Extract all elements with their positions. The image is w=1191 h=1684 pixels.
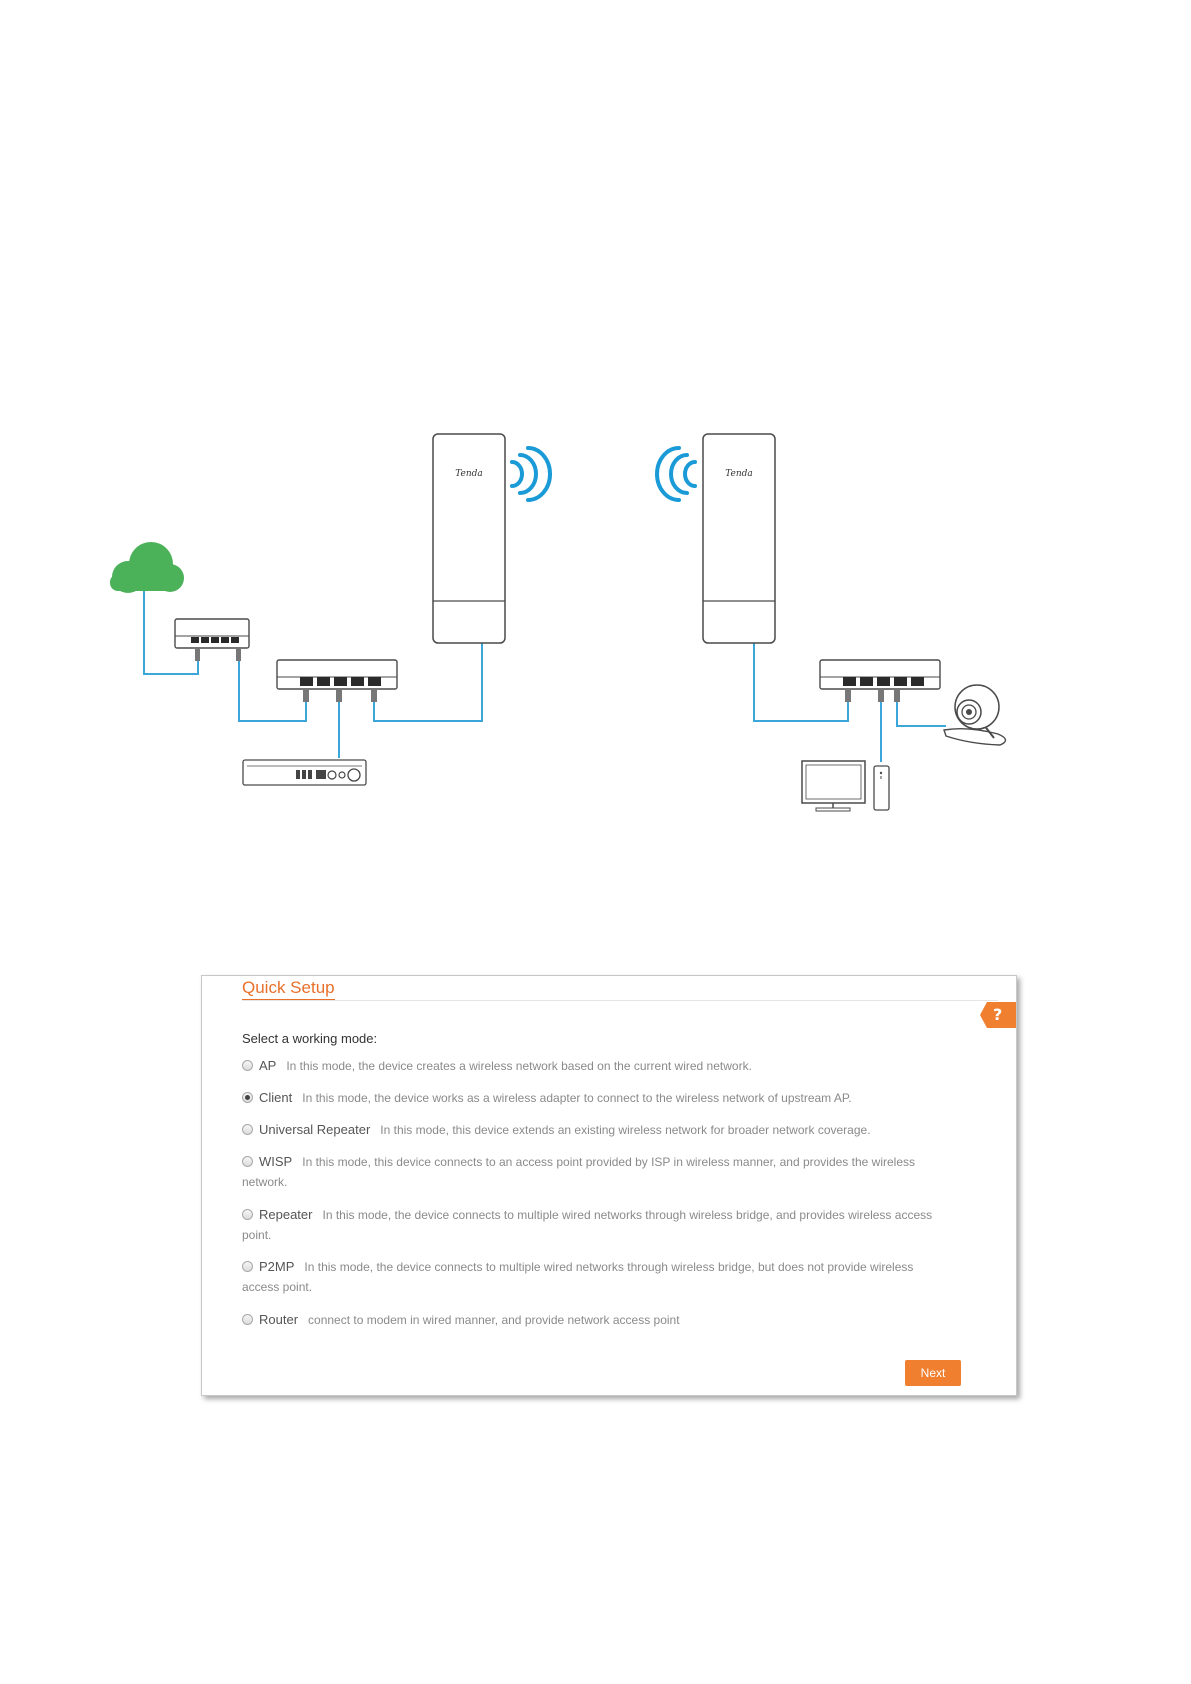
mode-option-universal-repeater[interactable]: Universal Repeater In this mode, this dev… (242, 1120, 942, 1140)
mode-ap-radio[interactable] (242, 1060, 253, 1071)
working-mode-prompt: Select a working mode: (242, 1031, 378, 1046)
mode-repeater-label: Repeater (259, 1207, 313, 1222)
help-tag-icon (980, 1002, 1016, 1028)
left-cpe-brand-label: Tenda (455, 469, 483, 479)
nvr-recorder-icon (242, 759, 367, 786)
mode-repeater-description: In this mode, the device connects to mul… (242, 1208, 933, 1242)
phone-icon (873, 765, 890, 811)
monitor-icon (801, 760, 866, 812)
cable-switch-to-camera (896, 702, 946, 727)
left-wifi-signal-icon (510, 446, 552, 502)
quick-setup-panel: Quick Setup ? Select a working mode: AP I… (201, 975, 1017, 1396)
modem-icon (174, 618, 250, 661)
cable-modem-to-switch (238, 661, 307, 722)
mode-p2mp-label: P2MP (259, 1259, 295, 1274)
mode-router-label: Router (259, 1312, 299, 1327)
internet-cloud-icon (110, 542, 184, 593)
mode-client-radio[interactable] (242, 1092, 253, 1103)
right-cpe-device-icon: Tenda (702, 433, 776, 644)
next-button[interactable]: Next (905, 1360, 961, 1386)
right-switch-icon (819, 659, 941, 702)
mode-repeater-radio[interactable] (242, 1209, 253, 1220)
cable-switch-to-left-cpe (373, 643, 483, 722)
left-cpe-device-icon: Tenda (432, 433, 506, 644)
cable-cloud-to-modem (143, 588, 199, 675)
mode-wisp-radio[interactable] (242, 1156, 253, 1167)
mode-ap-label: AP (259, 1058, 277, 1073)
mode-option-ap[interactable]: AP In this mode, the device creates a wir… (242, 1056, 942, 1076)
mode-wisp-label: WISP (259, 1154, 293, 1169)
right-cpe-brand-label: Tenda (725, 469, 753, 479)
right-wifi-signal-icon (655, 446, 697, 502)
mode-universal-repeater-description: In this mode, this device extends an exi… (380, 1123, 871, 1137)
cable-right-cpe-to-switch (753, 643, 849, 722)
help-question-mark: ? (993, 1005, 1003, 1024)
mode-p2mp-description: In this mode, the device connects to mul… (242, 1260, 914, 1294)
network-topology-diagram: Tenda Tenda (110, 433, 1007, 812)
mode-option-router[interactable]: Router connect to modem in wired manner, … (242, 1310, 942, 1330)
mode-client-description: In this mode, the device works as a wire… (302, 1091, 852, 1105)
mode-wisp-description: In this mode, this device connects to an… (242, 1155, 916, 1189)
mode-universal-repeater-label: Universal Repeater (259, 1122, 371, 1137)
quick-setup-title: Quick Setup (242, 978, 335, 1001)
cables (143, 588, 946, 762)
mode-router-radio[interactable] (242, 1314, 253, 1325)
mode-ap-description: In this mode, the device creates a wirel… (286, 1059, 752, 1073)
mode-router-description: connect to modem in wired manner, and pr… (308, 1313, 680, 1327)
mode-p2mp-radio[interactable] (242, 1261, 253, 1272)
ip-camera-icon (943, 684, 1007, 746)
help-button[interactable]: ? (980, 1002, 1016, 1028)
left-switch-icon (276, 659, 398, 702)
mode-option-client[interactable]: Client In this mode, the device works as … (242, 1088, 942, 1108)
mode-universal-repeater-radio[interactable] (242, 1124, 253, 1135)
mode-client-label: Client (259, 1090, 293, 1105)
title-divider (242, 1000, 998, 1001)
